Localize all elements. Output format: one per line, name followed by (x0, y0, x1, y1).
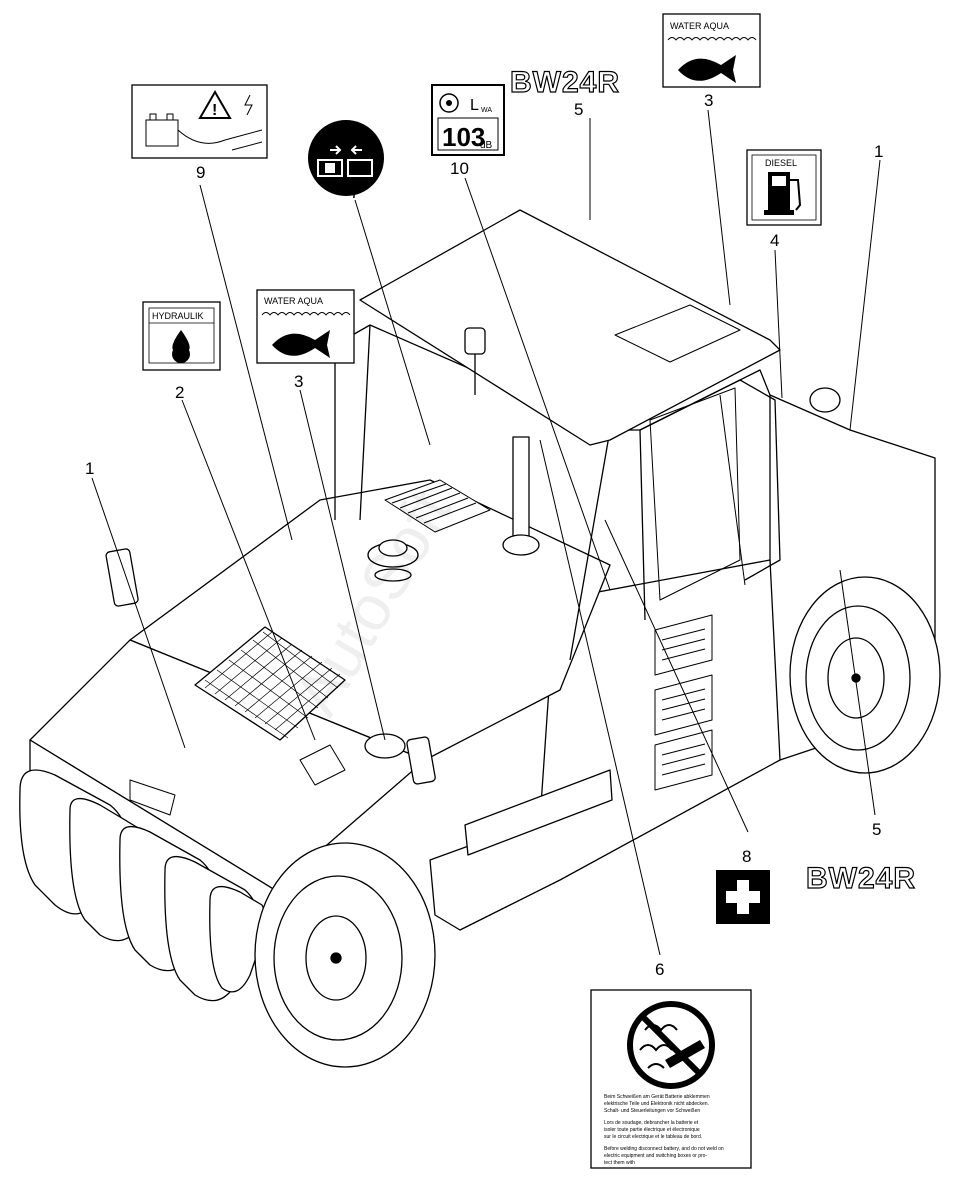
water-aqua-decal-right: WATER AQUA (662, 13, 761, 88)
callout-8: 8 (742, 847, 751, 866)
oil-drop-icon (172, 330, 190, 364)
callout-1-right: 1 (874, 142, 883, 161)
exhaust-pipe (502, 436, 540, 556)
noise-level-decal: L WA 103 dB (431, 84, 505, 156)
seatbelt-icon (317, 145, 373, 177)
seatbelt-decal (308, 120, 384, 196)
water-aqua-label-right: WATER AQUA (670, 21, 729, 31)
rear-right-wheel (789, 576, 941, 774)
front-right-wheel (254, 842, 436, 1068)
first-aid-cross-icon (726, 880, 760, 914)
fuel-pump-icon (764, 172, 802, 215)
welding-spark-icon (224, 94, 263, 151)
diesel-label: DIESEL (765, 158, 797, 168)
callout-1-left: 1 (85, 459, 94, 478)
front-tires (19, 769, 267, 1002)
notice-line: electric equipment and switching boxes o… (604, 1153, 707, 1159)
model-name-right: BW24R (806, 862, 916, 895)
svg-text:!: ! (212, 102, 217, 119)
water-aqua-decal-left: WATER AQUA (256, 289, 355, 364)
hood-plate (299, 744, 346, 786)
beacon-light (464, 327, 486, 395)
callout-5-top: 5 (574, 100, 583, 119)
model-name-top: BW24R (510, 66, 620, 99)
callout-3-left: 3 (294, 372, 303, 391)
fish-icon (678, 55, 736, 83)
callout-10: 10 (450, 159, 469, 178)
battery-warning-decal: ! (131, 84, 268, 159)
fish-icon (272, 330, 330, 358)
diesel-decal: DIESEL (746, 149, 822, 226)
noise-lwa-prefix: L (470, 97, 479, 114)
water-aqua-label-left: WATER AQUA (264, 296, 323, 306)
hood-vent (384, 479, 491, 533)
front-bumper-detail (129, 779, 176, 816)
callout-3-right: 3 (704, 91, 713, 110)
callout-4: 4 (770, 231, 779, 250)
filler-cap-rear (809, 387, 841, 413)
notice-line: elektrische Teile und Elektronik nicht a… (604, 1101, 709, 1107)
hydraulik-decal: HYDRAULIK (142, 301, 221, 371)
vent-grilles (654, 614, 713, 791)
filler-cap-hood (367, 539, 419, 582)
notice-line: isoler toute partie électrique et électr… (604, 1127, 700, 1133)
side-access-panel (464, 769, 613, 856)
notice-text-block: Beim Schweißen am Gerät Batterie abklemm… (604, 1094, 724, 1166)
notice-line: Lors de soudage, debrancher la batterie … (604, 1120, 699, 1126)
callout-6: 6 (655, 960, 664, 979)
leader-lines (91, 109, 881, 956)
hydraulik-label: HYDRAULIK (152, 311, 204, 321)
callout-5-right: 5 (872, 820, 881, 839)
no-welding-icon (627, 1001, 715, 1089)
mirror-right (406, 736, 436, 785)
noise-unit: dB (480, 140, 493, 151)
notice-line: Before welding disconnect battery, and d… (604, 1146, 724, 1152)
notice-line: tect them with (604, 1160, 635, 1166)
roller-machine (19, 209, 941, 1068)
front-grille (194, 626, 346, 741)
callout-2: 2 (175, 383, 184, 402)
noise-value: 103 (442, 122, 485, 152)
warning-triangle-icon: ! (198, 89, 232, 119)
filler-cap-side (364, 733, 406, 759)
welding-notice-decal: Beim Schweißen am Gerät Batterie abklemm… (590, 989, 752, 1169)
notice-line: Schalt- und Steuerleitungen vor Schweiße… (604, 1108, 700, 1114)
battery-icon (145, 113, 226, 147)
callout-9: 9 (196, 163, 205, 182)
notice-line: sur le circuit electrique et le tableau … (604, 1134, 702, 1140)
noise-lwa-sub: WA (481, 107, 492, 114)
notice-line: Beim Schweißen am Gerät Batterie abklemm… (604, 1094, 710, 1100)
roof-panel (614, 304, 741, 363)
first-aid-decal (716, 870, 770, 924)
callout-numbers: 1 1 2 3 9 7 10 5 3 4 5 8 6 (85, 91, 883, 979)
sound-icon (439, 93, 459, 113)
